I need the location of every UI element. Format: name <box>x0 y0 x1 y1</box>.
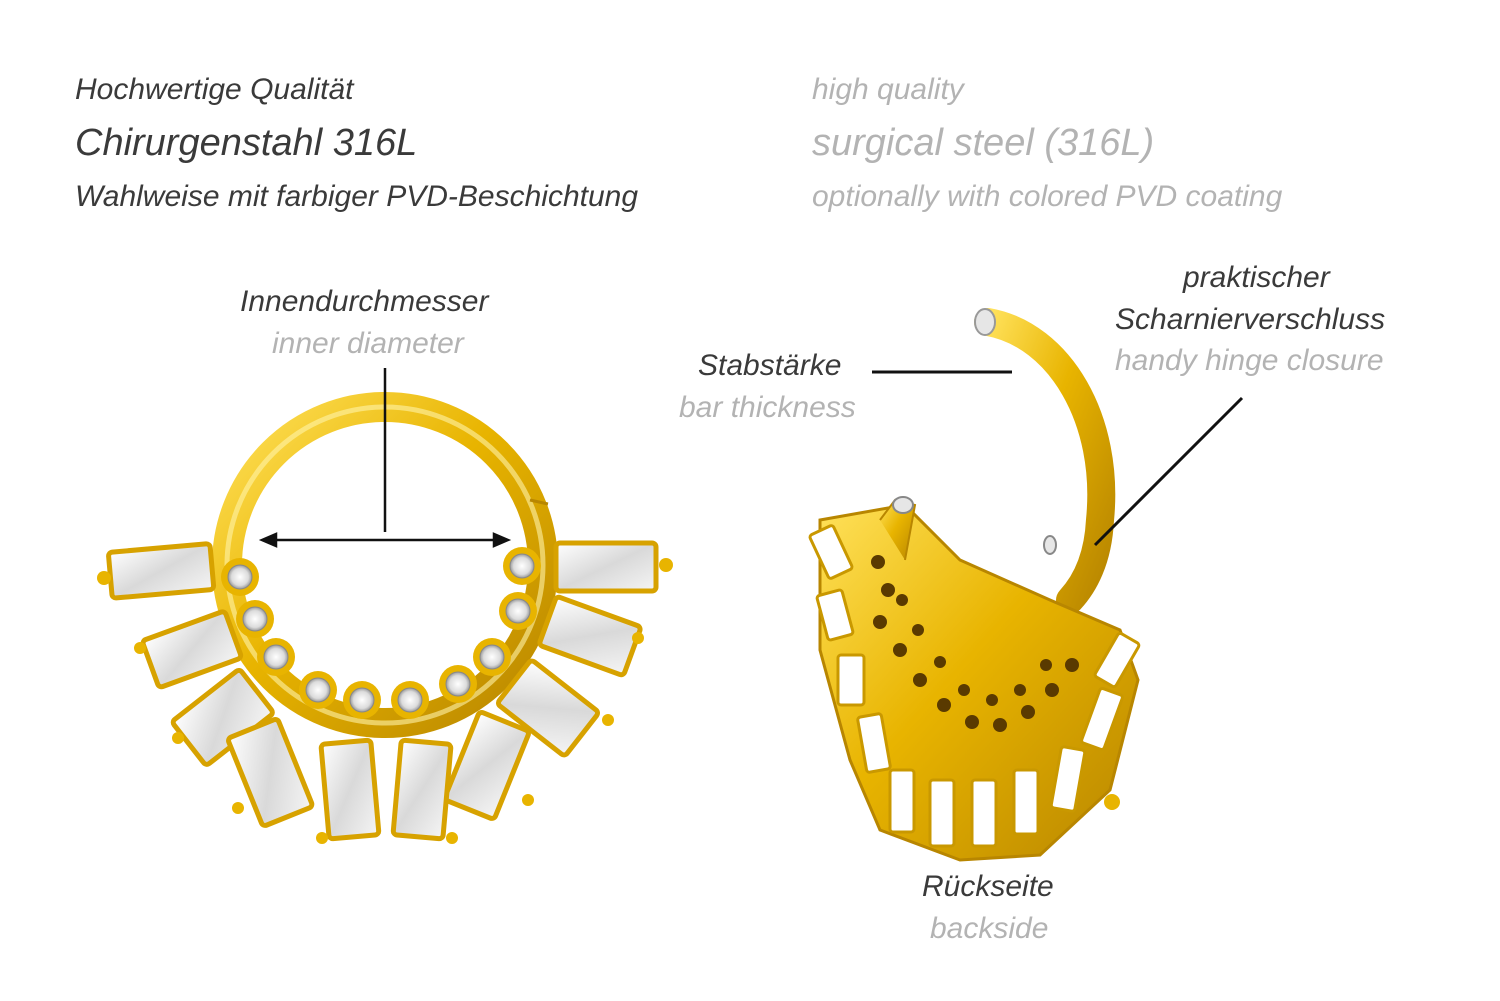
header-material-de: Chirurgenstahl 316L <box>75 122 418 164</box>
label-backside-de: Rückseite <box>922 870 1054 903</box>
label-bar-thickness-de: Stabstärke <box>698 349 842 382</box>
header-material-en: surgical steel (316L) <box>812 122 1155 164</box>
back-holes <box>871 555 1079 732</box>
baguette-stones <box>106 540 659 842</box>
label-backside-en: backside <box>930 912 1049 945</box>
header-coating-en: optionally with colored PVD coating <box>812 180 1283 213</box>
prong-dots <box>97 558 673 844</box>
header-quality-de: Hochwertige Qualität <box>75 73 354 106</box>
label-inner-diameter-en: inner diameter <box>272 327 464 360</box>
round-stones <box>221 547 541 719</box>
header-quality-en: high quality <box>812 73 964 106</box>
inner-diameter-indicator <box>258 368 512 548</box>
hinge-segment <box>974 308 1116 614</box>
front-ring <box>97 392 673 844</box>
label-inner-diameter-de: Innendurchmesser <box>240 285 489 318</box>
header-coating-de: Wahlweise mit farbiger PVD-Beschichtung <box>75 180 639 213</box>
hinge-pointer <box>1093 396 1244 547</box>
label-bar-thickness-en: bar thickness <box>679 391 856 424</box>
label-hinge-en: handy hinge closure <box>1115 344 1384 377</box>
label-hinge-de-line2: Scharnierverschluss <box>1115 303 1386 336</box>
back-ring <box>808 308 1141 862</box>
label-hinge-de-line1: praktischer <box>1183 261 1330 294</box>
